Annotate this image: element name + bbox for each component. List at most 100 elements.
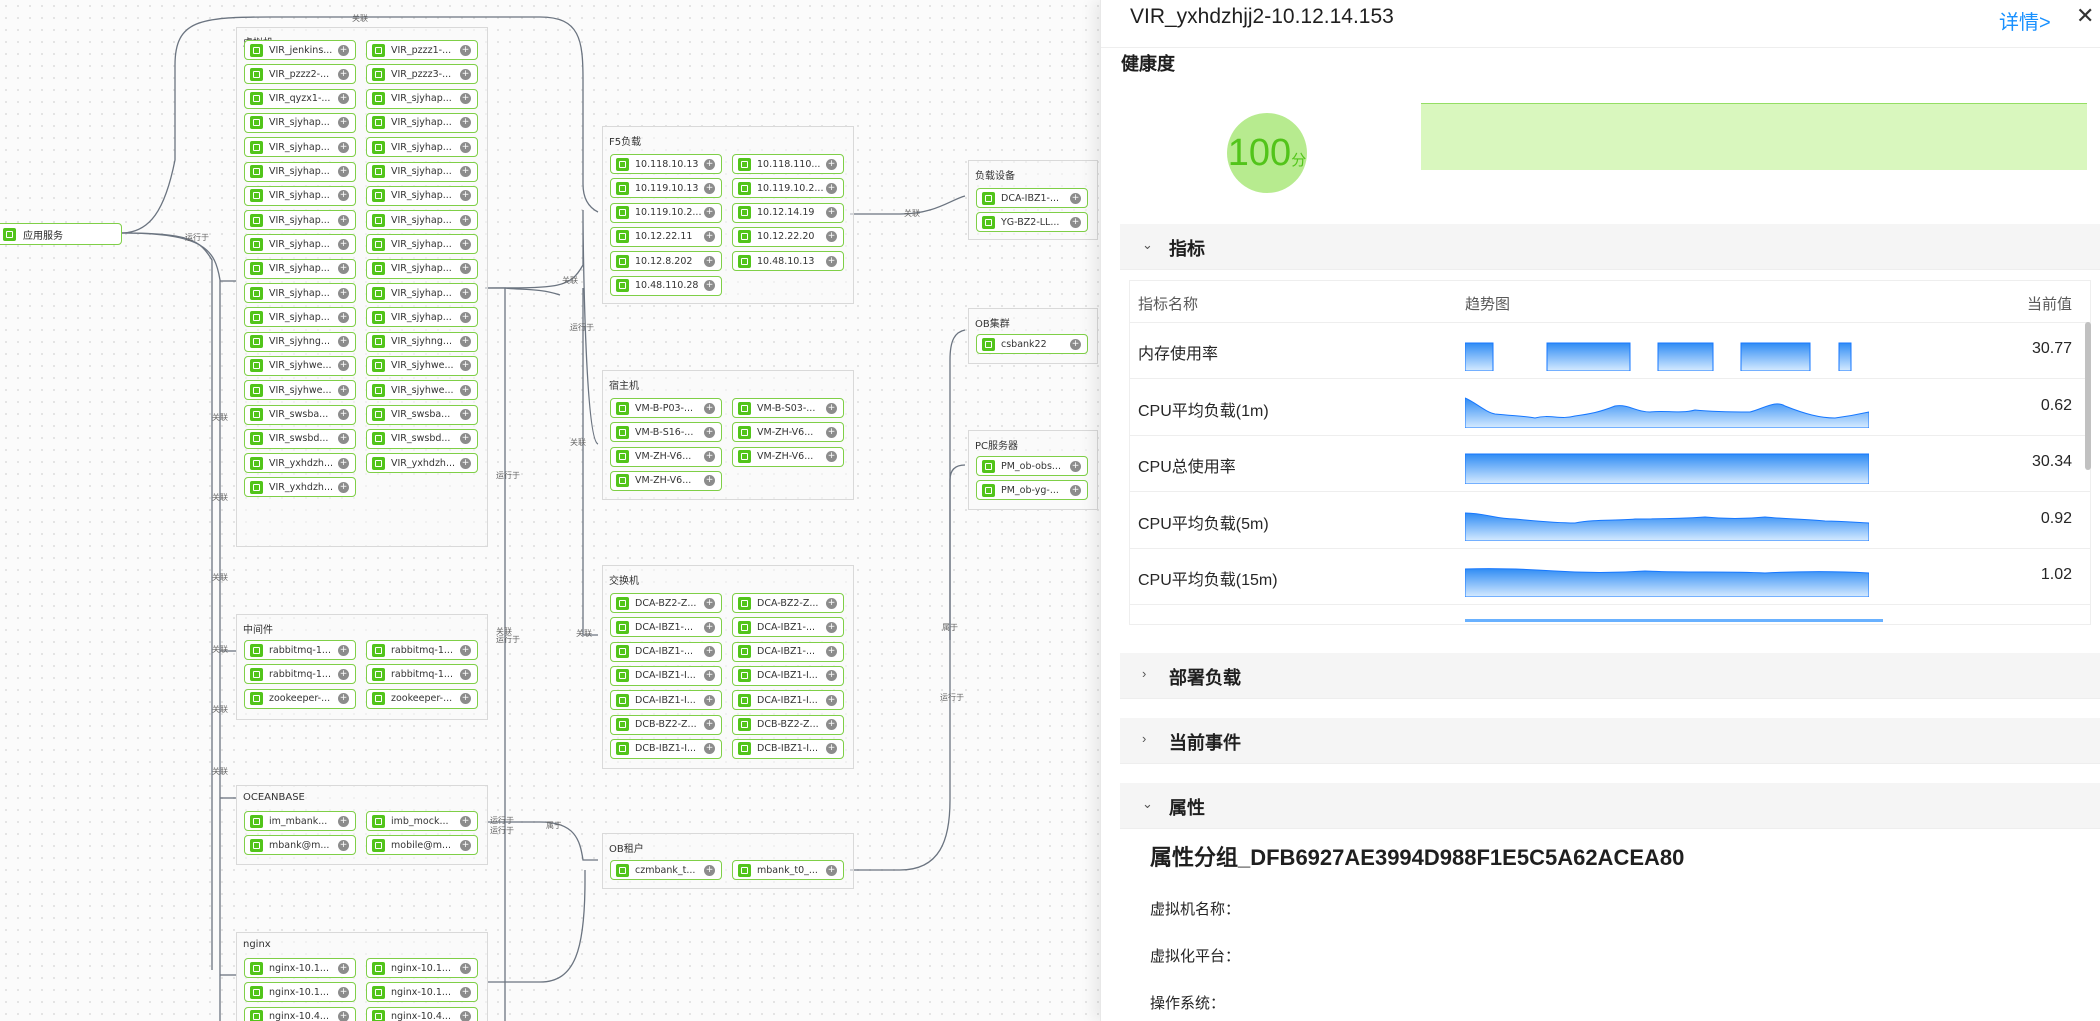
expand-icon[interactable]: +: [826, 864, 837, 876]
topology-node[interactable]: VIR_qyzx1-...+: [244, 88, 356, 109]
topology-node[interactable]: DCA-IBZ1-I...+: [732, 665, 844, 686]
expand-icon[interactable]: +: [460, 962, 471, 974]
expand-icon[interactable]: +: [826, 426, 837, 438]
expand-icon[interactable]: +: [460, 263, 471, 275]
expand-icon[interactable]: +: [338, 433, 349, 445]
expand-icon[interactable]: +: [826, 451, 837, 463]
expand-icon[interactable]: +: [704, 255, 715, 267]
expand-icon[interactable]: +: [338, 238, 349, 250]
topology-node[interactable]: VIR_sjyhap...+: [366, 137, 478, 158]
topology-node[interactable]: VM-ZH-V6...+: [610, 446, 722, 467]
topology-node[interactable]: czmbank_t...+: [610, 860, 722, 880]
expand-icon[interactable]: +: [338, 409, 349, 420]
topology-node[interactable]: VIR_yxhdzh...+: [366, 453, 478, 474]
expand-icon[interactable]: +: [704, 231, 715, 243]
topology-node[interactable]: VIR_yxhdzh...+: [244, 453, 356, 474]
expand-icon[interactable]: +: [338, 44, 349, 56]
topology-node[interactable]: VIR_sjyhap...+: [244, 185, 356, 206]
expand-icon[interactable]: +: [826, 207, 837, 219]
expand-icon[interactable]: +: [338, 141, 349, 153]
topology-node[interactable]: VIR_sjyhap...+: [366, 307, 478, 328]
attrs-section-header[interactable]: ⌄ 属性: [1120, 783, 2100, 829]
topology-node[interactable]: VIR_swsba...+: [366, 404, 478, 425]
topology-node[interactable]: zookeeper-...+: [244, 688, 356, 709]
expand-icon[interactable]: +: [460, 693, 471, 705]
expand-icon[interactable]: +: [704, 475, 715, 487]
expand-icon[interactable]: +: [1070, 192, 1081, 204]
expand-icon[interactable]: +: [338, 68, 349, 80]
topology-node[interactable]: VIR_sjyhwe...+: [244, 355, 356, 376]
topology-node[interactable]: VIR_sjyhng...+: [366, 331, 478, 352]
topology-node[interactable]: VIR_yxhdzh...+: [244, 477, 356, 498]
expand-icon[interactable]: +: [460, 311, 471, 323]
topology-node[interactable]: nginx-10.1...+: [244, 982, 356, 1003]
expand-icon[interactable]: +: [704, 597, 715, 609]
topology-node[interactable]: nginx-10.4...+: [366, 1006, 478, 1021]
expand-icon[interactable]: +: [826, 694, 837, 706]
expand-icon[interactable]: +: [704, 719, 715, 730]
topology-node[interactable]: mobile@m...+: [366, 835, 478, 856]
expand-icon[interactable]: +: [826, 646, 837, 658]
expand-icon[interactable]: +: [338, 311, 349, 323]
topology-node[interactable]: nginx-10.1...+: [366, 958, 478, 978]
expand-icon[interactable]: +: [704, 426, 715, 438]
topology-node[interactable]: YG-BZ2-LL...+: [976, 212, 1088, 233]
topology-node[interactable]: DCA-IBZ1-...+: [976, 188, 1088, 208]
topology-node[interactable]: nginx-10.1...+: [366, 982, 478, 1003]
expand-icon[interactable]: +: [1070, 338, 1081, 350]
expand-icon[interactable]: +: [460, 287, 471, 299]
expand-icon[interactable]: +: [704, 280, 715, 291]
topology-node[interactable]: VIR_sjyhap...+: [244, 161, 356, 182]
expand-icon[interactable]: +: [826, 255, 837, 267]
expand-icon[interactable]: +: [826, 158, 837, 170]
deploy-section-header[interactable]: › 部署负载: [1120, 653, 2100, 699]
expand-icon[interactable]: +: [338, 190, 349, 202]
close-icon[interactable]: ✕: [2076, 3, 2095, 28]
topology-node[interactable]: rabbitmq-1...+: [366, 664, 478, 685]
expand-icon[interactable]: +: [460, 644, 471, 656]
topology-node[interactable]: 10.12.14.19+: [732, 202, 844, 223]
topology-node[interactable]: VIR_sjyhap...+: [244, 258, 356, 279]
topology-node[interactable]: PM_ob-obs...+: [976, 456, 1088, 476]
expand-icon[interactable]: +: [460, 457, 471, 469]
topology-node[interactable]: mbank@m...+: [244, 835, 356, 856]
expand-icon[interactable]: +: [338, 263, 349, 275]
expand-icon[interactable]: +: [338, 839, 349, 851]
expand-icon[interactable]: +: [704, 670, 715, 682]
expand-icon[interactable]: +: [460, 238, 471, 250]
topology-node[interactable]: im_mbank...+: [244, 811, 356, 831]
metric-row[interactable]: CPU平均负载(15m)1.02: [1130, 549, 2090, 605]
topology-node[interactable]: VM-ZH-V6...+: [732, 446, 844, 467]
expand-icon[interactable]: +: [460, 141, 471, 153]
topology-node[interactable]: 10.119.10.2...+: [610, 202, 722, 223]
expand-icon[interactable]: +: [460, 384, 471, 396]
topology-node[interactable]: VIR_swsba...+: [244, 404, 356, 425]
expand-icon[interactable]: +: [704, 864, 715, 876]
topology-node[interactable]: DCA-BZ2-Z...+: [610, 593, 722, 613]
topology-node[interactable]: DCA-IBZ1-I...+: [610, 690, 722, 711]
expand-icon[interactable]: +: [704, 402, 715, 414]
topology-node[interactable]: VIR_sjyhap...+: [244, 307, 356, 328]
topology-node[interactable]: 10.119.10.13+: [610, 178, 722, 199]
expand-icon[interactable]: +: [1070, 460, 1081, 472]
topology-node[interactable]: VIR_sjyhwe...+: [366, 355, 478, 376]
expand-icon[interactable]: +: [338, 360, 349, 372]
topology-node[interactable]: nginx-10.1...+: [244, 958, 356, 978]
expand-icon[interactable]: +: [338, 384, 349, 396]
expand-icon[interactable]: +: [338, 287, 349, 299]
topology-node[interactable]: VIR_sjyhap...+: [244, 210, 356, 231]
expand-icon[interactable]: +: [338, 815, 349, 827]
topology-node[interactable]: VIR_sjyhap...+: [366, 283, 478, 303]
topology-node[interactable]: DCA-IBZ1-...+: [732, 641, 844, 662]
topology-node[interactable]: rabbitmq-1...+: [244, 664, 356, 685]
topology-node[interactable]: DCA-IBZ1-...+: [610, 617, 722, 638]
expand-icon[interactable]: +: [338, 457, 349, 469]
expand-icon[interactable]: +: [826, 182, 837, 194]
metrics-scrollbar[interactable]: [2085, 322, 2091, 470]
topology-node[interactable]: DCA-IBZ1-I...+: [610, 665, 722, 686]
topology-node[interactable]: VM-ZH-V6...+: [732, 422, 844, 443]
topology-node[interactable]: zookeeper-...+: [366, 688, 478, 709]
expand-icon[interactable]: +: [460, 214, 471, 226]
topology-node[interactable]: DCB-BZ2-Z...+: [610, 714, 722, 735]
